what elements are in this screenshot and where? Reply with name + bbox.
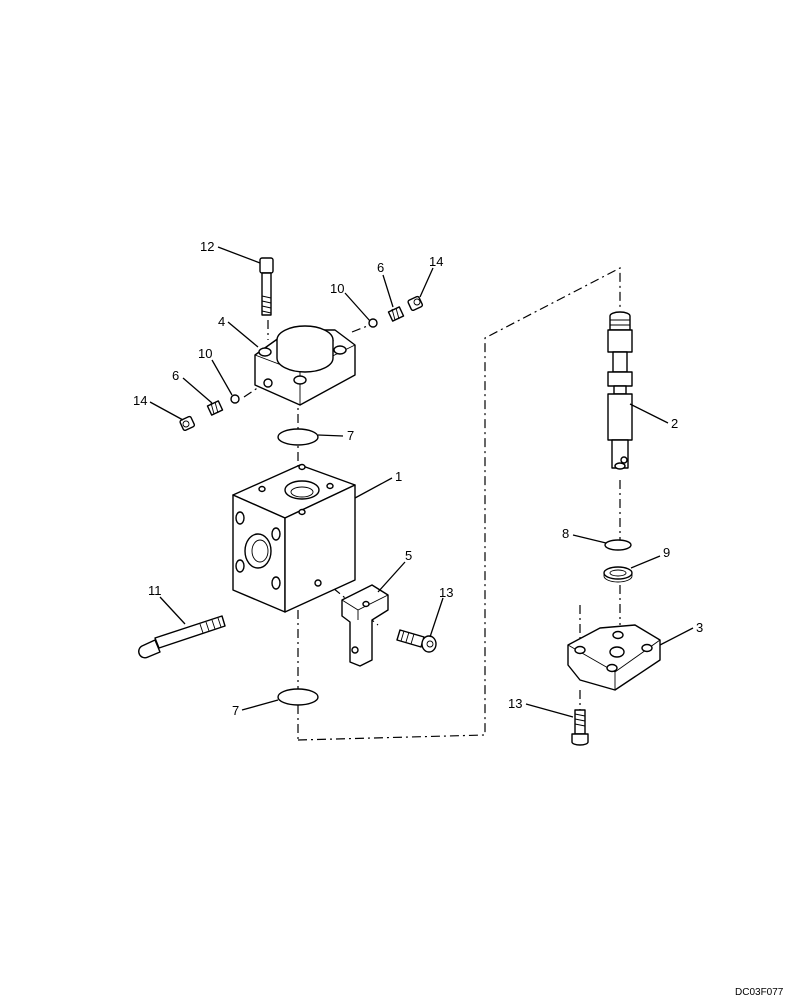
plug-set-left — [179, 394, 240, 432]
callout-12: 12 — [200, 239, 214, 254]
bolt-vertical-top — [259, 257, 274, 316]
callout-9: 9 — [663, 545, 670, 560]
valve-body-block — [232, 463, 356, 613]
washer-9 — [603, 566, 633, 583]
callout-5: 5 — [405, 548, 412, 563]
o-ring-lower — [277, 688, 319, 706]
bolt-base — [571, 709, 589, 746]
o-ring-upper — [277, 428, 319, 446]
callout-11: 11 — [148, 583, 162, 598]
base-plate — [567, 624, 661, 691]
top-cover-flange — [254, 325, 356, 406]
callout-8: 8 — [562, 526, 569, 541]
ring-seal-8 — [604, 539, 632, 551]
callout-1: 1 — [395, 469, 402, 484]
callout-7-lower: 7 — [232, 703, 239, 718]
callout-10-left: 10 — [198, 346, 212, 361]
callout-labels: 12 4 10 6 14 10 6 14 7 1 5 11 13 7 2 8 9… — [133, 239, 703, 718]
assembly-lines — [243, 267, 621, 741]
callout-6-right: 6 — [377, 260, 384, 275]
spool — [607, 311, 633, 470]
bracket — [341, 584, 389, 667]
leader-lines — [149, 246, 694, 718]
plug-set-right — [368, 295, 424, 328]
drawing-code: DC03F077 — [735, 987, 784, 998]
callout-6-left: 6 — [172, 368, 179, 383]
callout-7-upper: 7 — [347, 428, 354, 443]
bolt-bracket — [396, 629, 437, 653]
callout-13-base: 13 — [508, 696, 522, 711]
callout-3: 3 — [696, 620, 703, 635]
callout-2: 2 — [671, 416, 678, 431]
long-bolt — [138, 615, 226, 659]
callout-14-right: 14 — [429, 254, 443, 269]
callout-13-bracket: 13 — [439, 585, 453, 600]
callout-14-left: 14 — [133, 393, 147, 408]
callout-10-right: 10 — [330, 281, 344, 296]
callout-4: 4 — [218, 314, 225, 329]
